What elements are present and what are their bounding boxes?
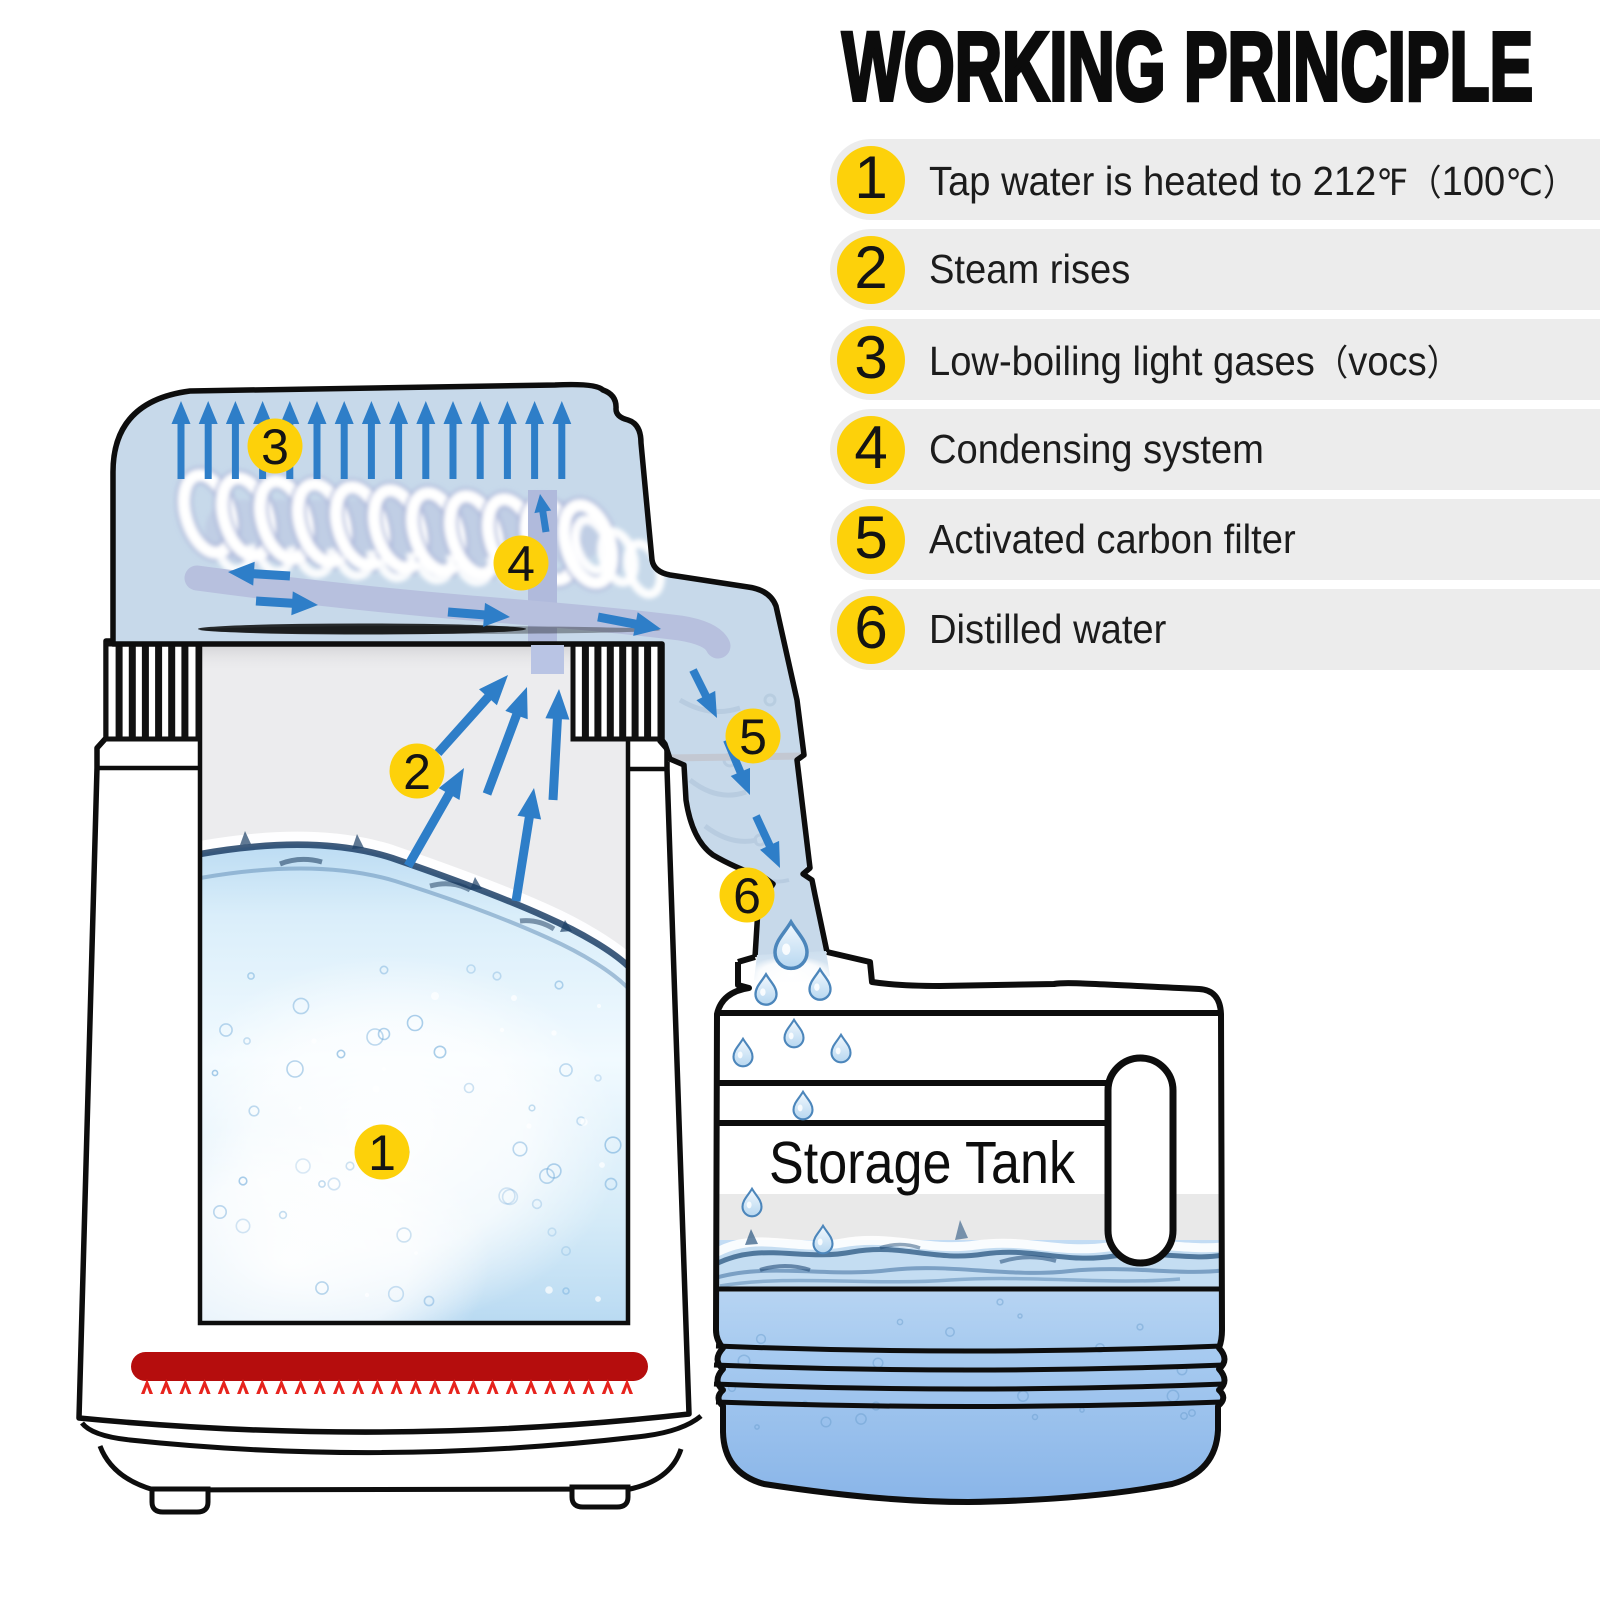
- foot-right: [569, 1484, 631, 1510]
- step-label: Activated carbon filter: [929, 516, 1296, 562]
- diagram-marker-number: 1: [368, 1125, 396, 1181]
- step-item-2: 2 Steam rises: [830, 229, 1600, 310]
- body-bottom-lip: [80, 1414, 703, 1456]
- step-number-badge: 1: [837, 143, 905, 214]
- vent-up-arrows: [171, 401, 572, 479]
- diagram-marker-number: 5: [739, 709, 767, 765]
- foot-left: [149, 1486, 211, 1515]
- water-droplet: [754, 972, 778, 1006]
- tank-outline: [713, 949, 1228, 1505]
- condensate-flow-arrows: [689, 668, 780, 868]
- diagram-marker-number: 2: [403, 744, 431, 800]
- step-label: Distilled water: [929, 606, 1167, 652]
- droplets: [732, 918, 852, 1255]
- storage-tank: Storage Tank: [713, 949, 1228, 1505]
- steam-inlet: [531, 645, 564, 674]
- step-number-badge: 3: [837, 323, 905, 394]
- vent-right: [570, 641, 663, 742]
- step-number: 4: [854, 413, 888, 481]
- lid-outline: [110, 381, 830, 958]
- step-label: Low-boiling light gases（vocs）: [929, 337, 1461, 384]
- water-droplet: [741, 1186, 763, 1218]
- step-item-5: 5 Activated carbon filter: [830, 499, 1600, 580]
- step-number: 1: [854, 143, 888, 211]
- step-item-6: 6 Distilled water: [830, 589, 1600, 670]
- water-droplet: [792, 1089, 814, 1121]
- diagram-marker-5: 5: [725, 708, 781, 765]
- diagram-markers: 1 2 3 4 5 6: [247, 418, 781, 1181]
- step-label: Tap water is heated to 212℉（100℃）: [929, 157, 1577, 204]
- step-number: 5: [854, 503, 888, 571]
- lid-shadow: [198, 623, 526, 635]
- water-droplet: [773, 918, 809, 971]
- diagram-marker-number: 3: [261, 419, 289, 475]
- heating-element: [131, 1352, 648, 1394]
- tank-handle: [1104, 1054, 1177, 1267]
- page-title: WORKING PRINCIPLE: [841, 10, 1535, 123]
- water-droplet: [830, 1032, 852, 1064]
- diagram-marker-6: 6: [719, 867, 775, 924]
- diagram-marker-number: 4: [507, 536, 535, 592]
- diagram-marker-number: 6: [733, 868, 761, 924]
- diagram-marker-2: 2: [389, 743, 445, 800]
- step-item-3: 3 Low-boiling light gases（vocs）: [830, 319, 1600, 400]
- diagram-marker-1: 1: [354, 1124, 410, 1181]
- step-number-badge: 4: [837, 413, 905, 484]
- step-item-4: 4 Condensing system: [830, 409, 1600, 490]
- step-number-badge: 2: [837, 233, 905, 304]
- water-droplet: [732, 1036, 754, 1068]
- fan-tube: [184, 565, 731, 659]
- water-droplet: [812, 1223, 834, 1255]
- tank-label: Storage Tank: [769, 1130, 1075, 1196]
- step-label: Steam rises: [929, 246, 1131, 292]
- air-flow-arrows: [228, 494, 661, 636]
- steam-rise-arrows: [404, 675, 570, 902]
- vent-left: [103, 641, 201, 742]
- water-droplet: [808, 967, 832, 1001]
- step-number: 6: [854, 593, 888, 661]
- base-skirt: [97, 1445, 684, 1493]
- step-number-badge: 6: [837, 593, 905, 664]
- step-number-badge: 5: [837, 503, 905, 574]
- tank-ribs: [713, 1343, 1225, 1409]
- diagram-marker-4: 4: [493, 535, 549, 592]
- step-item-1: 1 Tap water is heated to 212℉（100℃）: [830, 139, 1600, 220]
- water-droplet: [783, 1017, 805, 1049]
- step-number: 3: [854, 323, 888, 391]
- diagram-marker-3: 3: [247, 418, 303, 475]
- step-label: Condensing system: [929, 426, 1264, 472]
- step-number: 2: [854, 233, 888, 301]
